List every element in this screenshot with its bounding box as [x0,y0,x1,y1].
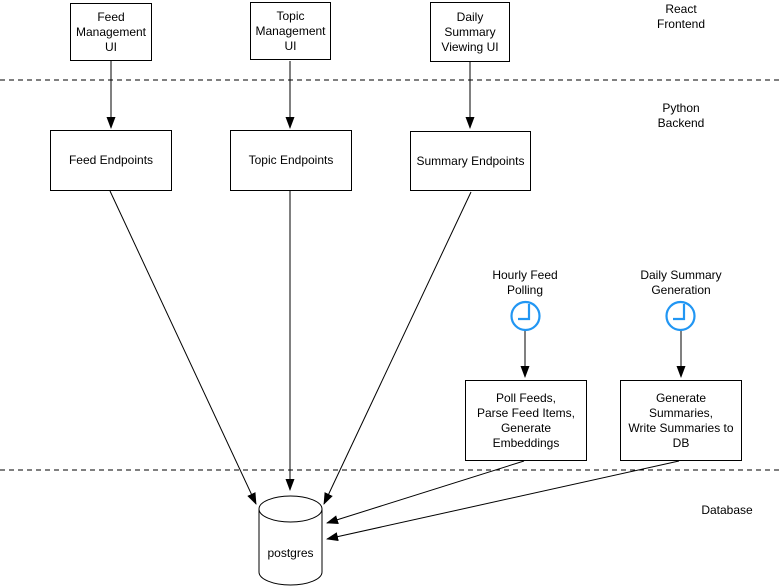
node-feed-endpoints: Feed Endpoints [50,130,172,191]
node-label: Topic Management UI [255,8,326,53]
daily-timer-label: Daily Summary Generation [640,268,722,297]
node-label: Feed Management UI [75,9,147,54]
edge-generatesummaries-postgres [326,460,680,542]
node-feed-management-ui: Feed Management UI [70,3,152,61]
edge-pollfeeds-postgres [326,460,525,524]
postgres-cylinder [258,495,323,586]
daily-timer-clock-icon [665,300,696,332]
node-topic-management-ui: Topic Management UI [250,2,331,60]
node-label: Feed Endpoints [68,153,154,167]
node-label: Daily Summary Viewing UI [441,9,499,54]
hourly-timer-label: Hourly Feed Polling [492,268,558,297]
edge-summaryendpoints-postgres [323,191,472,505]
node-topic-endpoints: Topic Endpoints [230,130,352,191]
node-summary-endpoints: Summary Endpoints [410,131,531,191]
node-label: Poll Feeds, Parse Feed Items, Generate E… [476,390,576,450]
hourly-timer-clock-icon [510,300,541,332]
zone-label-database: Database [701,503,753,517]
node-daily-summary-viewing-ui: Daily Summary Viewing UI [430,2,510,62]
node-label: Topic Endpoints [248,153,334,167]
postgres-label: postgres [267,546,314,560]
zone-label-python-backend: Python Backend [657,101,705,130]
node-label: Summary Endpoints [416,153,525,168]
edge-feedendpoints-postgres [109,190,257,505]
node-label: Generate Summaries, Write Summaries to D… [628,390,734,450]
zone-label-react-frontend: React Frontend [656,2,706,31]
node-poll-feeds-job: Poll Feeds, Parse Feed Items, Generate E… [465,380,587,461]
node-generate-summaries-job: Generate Summaries, Write Summaries to D… [620,380,742,461]
